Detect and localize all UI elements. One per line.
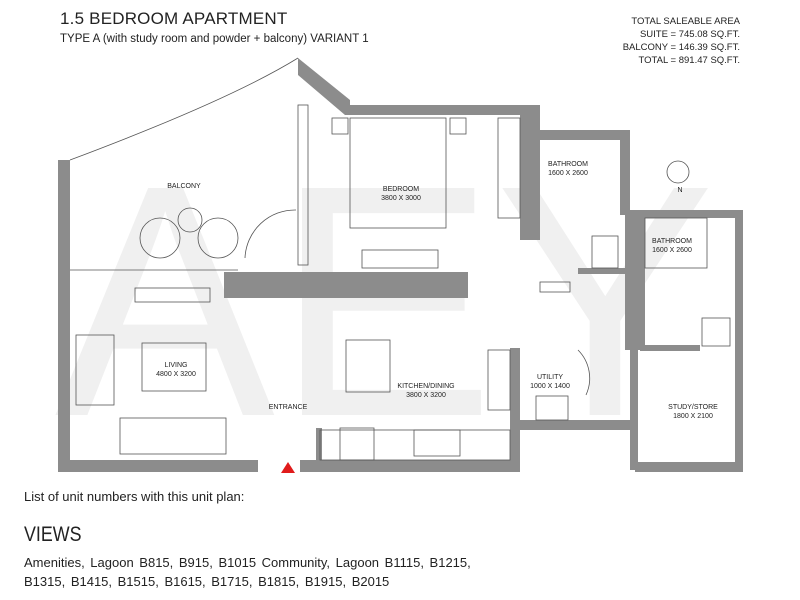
suite-area: SUITE = 745.08 SQ.FT. (639, 29, 740, 40)
area-summary: TOTAL SALEABLE AREA SUITE = 745.08 SQ.FT… (623, 15, 740, 67)
total-area: TOTAL = 891.47 SQ.FT. (638, 55, 740, 66)
room-utility: UTILITY (537, 374, 563, 381)
views-heading: VIEWS (24, 523, 82, 546)
page-subtitle: TYPE A (with study room and powder + bal… (60, 33, 369, 45)
balcony-area: BALCONY = 146.39 SQ.FT. (622, 42, 740, 53)
room-utility-size: 1000 X 1400 (530, 383, 570, 390)
room-bathroom-2-size: 1600 X 2600 (652, 247, 692, 254)
fixtures (69, 57, 731, 461)
room-bathroom-2: BATHROOM (652, 238, 692, 245)
floor-plan: AEY N BALCONY BEDROOM 3800 X 3000 BATHRO… (55, 57, 743, 480)
room-entrance: ENTRANCE (269, 404, 308, 411)
room-bedroom: BEDROOM (383, 186, 419, 193)
room-study: STUDY/STORE (668, 404, 718, 411)
area-heading: TOTAL SALEABLE AREA (631, 16, 740, 27)
unit-list-label: List of unit numbers with this unit plan… (24, 489, 245, 504)
room-bathroom-1-size: 1600 X 2600 (548, 170, 588, 177)
room-balcony: BALCONY (167, 183, 201, 190)
room-kitchen-size: 3800 X 3200 (406, 392, 446, 399)
compass-icon: N (677, 187, 682, 194)
room-living-size: 4800 X 3200 (156, 371, 196, 378)
page-title: 1.5 BEDROOM APARTMENT (60, 9, 288, 28)
room-living: LIVING (165, 362, 188, 369)
room-bathroom-1: BATHROOM (548, 161, 588, 168)
views-text: Amenities, Lagoon B815, B915, B1015 Comm… (24, 555, 471, 589)
walls (58, 58, 743, 472)
room-study-size: 1800 X 2100 (673, 413, 713, 420)
room-bedroom-size: 3800 X 3000 (381, 195, 421, 202)
entrance-marker-icon (281, 462, 295, 473)
room-kitchen: KITCHEN/DINING (397, 383, 454, 390)
